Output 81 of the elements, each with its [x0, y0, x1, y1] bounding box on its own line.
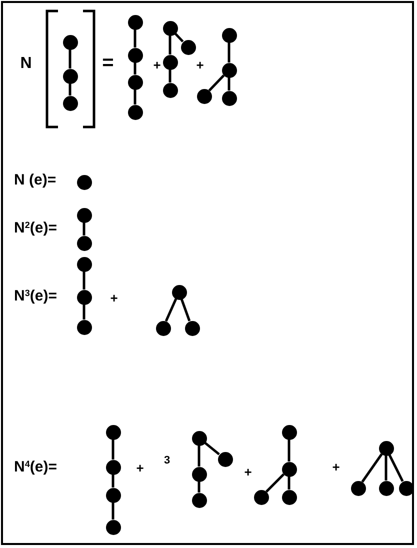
- tree-vertex: [398, 480, 412, 496]
- tree-vertex: [162, 20, 178, 36]
- tree-edge: [228, 42, 230, 62]
- tree-vertex: [192, 492, 206, 508]
- tree-edge: [112, 440, 114, 460]
- tree-edge: [134, 62, 136, 74]
- tree-edge: [288, 476, 290, 490]
- tree-vertex: [350, 480, 366, 496]
- tree-vertex: [106, 460, 120, 474]
- tree-vertex: [218, 452, 232, 466]
- plus-sign: +: [110, 292, 118, 304]
- tree-vertex: [156, 320, 170, 336]
- plus-sign: +: [136, 462, 144, 474]
- tree-edge: [384, 456, 388, 480]
- tree-vertex: [76, 208, 92, 222]
- tree-vertex: [128, 104, 142, 120]
- tree-vertex: [128, 14, 142, 30]
- tree-edge: [164, 298, 178, 322]
- tree-vertex: [282, 462, 296, 476]
- plus-sign: +: [332, 460, 340, 474]
- equation-label: N$^{3}$(e)=: [14, 288, 57, 304]
- tree-edge: [112, 474, 114, 488]
- tree-edge: [204, 442, 220, 456]
- tree-edge: [265, 473, 285, 493]
- tree-edge: [198, 482, 200, 492]
- equation-label: N$^{4}$(e)=: [14, 460, 57, 474]
- tree-edge: [68, 50, 72, 68]
- tree-vertex: [378, 480, 394, 496]
- coefficient: 3: [164, 456, 170, 466]
- tree-edge: [82, 222, 86, 236]
- tree-edge: [388, 454, 404, 482]
- variable-symbol: N: [20, 56, 32, 72]
- tree-vertex: [222, 90, 236, 106]
- tree-vertex: [378, 440, 394, 456]
- plus-sign: +: [153, 58, 161, 72]
- plus-sign: +: [244, 466, 252, 478]
- tree-edge: [168, 70, 172, 82]
- tree-vertex: [162, 54, 178, 70]
- tree-edge: [174, 32, 184, 42]
- tree-vertex: [222, 28, 236, 42]
- tree-vertex: [128, 48, 142, 62]
- tree-vertex: [282, 424, 296, 440]
- tree-edge: [68, 84, 72, 96]
- tree-vertex: [172, 284, 186, 300]
- tree-vertex: [76, 320, 92, 334]
- tree-edge: [208, 74, 225, 92]
- tree-edge: [180, 298, 191, 322]
- tree-vertex: [180, 40, 196, 54]
- equals-sign: =: [102, 53, 114, 73]
- tree-vertex: [62, 68, 78, 84]
- tree-edge: [288, 440, 290, 462]
- tree-edge: [198, 446, 200, 466]
- tree-vertex: [76, 174, 92, 190]
- tree-vertex: [192, 466, 206, 482]
- tree-vertex: [106, 520, 120, 534]
- tree-vertex: [128, 74, 142, 90]
- equation-label: N (e)=: [14, 172, 56, 188]
- tree-vertex: [196, 88, 212, 104]
- tree-edge: [134, 90, 136, 104]
- tree-vertex: [282, 490, 296, 504]
- tree-edge: [82, 304, 86, 320]
- tree-vertex: [162, 82, 178, 98]
- tree-vertex: [62, 96, 78, 110]
- tree-edge: [82, 272, 86, 290]
- tree-vertex: [192, 430, 206, 446]
- tree-edge: [134, 30, 136, 48]
- tree-edge: [228, 78, 230, 90]
- plus-sign: +: [196, 58, 204, 72]
- tree-edge: [361, 453, 383, 483]
- tree-vertex: [76, 236, 92, 250]
- tree-vertex: [184, 320, 200, 336]
- tree-edge: [168, 36, 172, 54]
- tree-vertex: [106, 488, 120, 502]
- tree-vertex: [106, 424, 120, 440]
- tree-vertex: [222, 62, 236, 78]
- tree-vertex: [254, 490, 268, 504]
- tree-vertex: [76, 256, 92, 272]
- tree-edge: [112, 502, 114, 520]
- tree-vertex: [76, 290, 92, 304]
- equation-label: N$^{2}$(e)=: [14, 220, 57, 236]
- tree-vertex: [62, 34, 78, 50]
